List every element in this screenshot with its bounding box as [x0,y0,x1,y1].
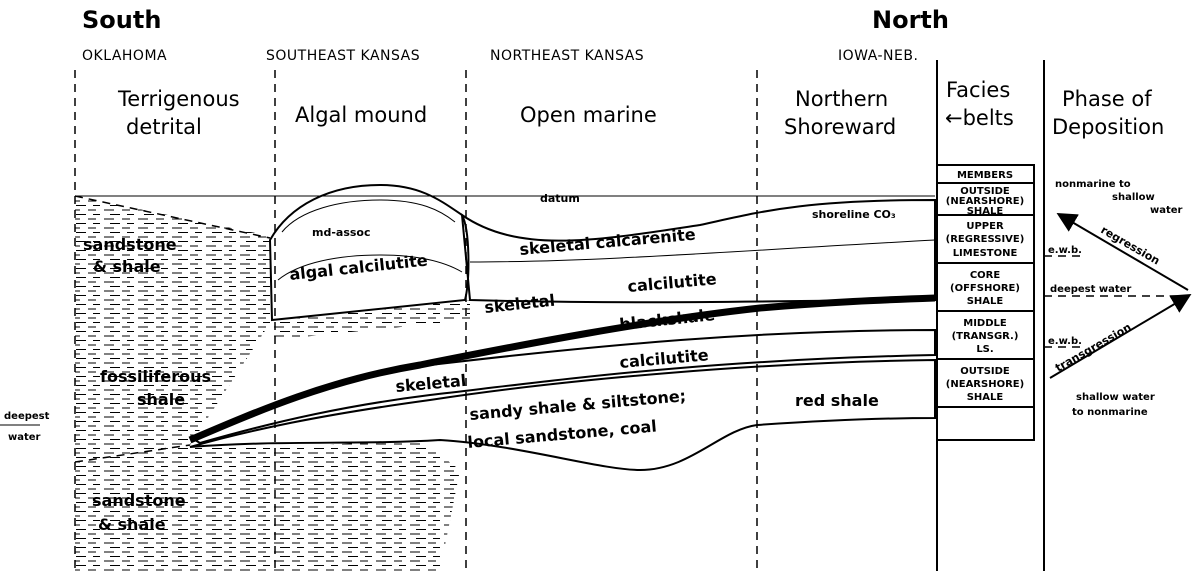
label-shale-2: & shale [98,515,166,534]
facies-belt-column [937,60,1044,571]
phase-nonmarine-3: water [1150,205,1183,216]
member-middle-2: (TRANSGR.) [952,331,1019,342]
phase-ewb-1: e.w.b. [1048,245,1082,256]
phase-shallow-1: shallow water [1076,392,1155,403]
belt-northern-1: Northern [795,87,888,111]
phase-shallow-2: to nonmarine [1072,407,1148,418]
belt-phase-2: Deposition [1052,115,1164,139]
label-shale-1: & shale [93,257,161,276]
phase-nonmarine-2: shallow [1112,192,1155,203]
label-calcilutite: calcilutite [627,269,718,296]
member-outside-b-1: OUTSIDE [960,366,1010,377]
belt-northern-2: Shoreward [784,115,896,139]
algal-mound [270,185,468,320]
belt-terrigenous-1: Terrigenous [117,87,240,111]
label-deepest: deepest [4,411,50,422]
member-list: MEMBERS OUTSIDE (NEARSHORE) SHALE UPPER … [946,170,1025,403]
heading-south: South [82,6,161,34]
member-core-1: CORE [970,270,1001,281]
member-header: MEMBERS [957,170,1013,181]
member-outside-b-2: (NEARSHORE) [946,379,1024,390]
region-ne-kansas: NORTHEAST KANSAS [490,48,644,64]
member-core-3: SHALE [967,296,1004,307]
phase-nonmarine-1: nonmarine to [1055,179,1131,190]
member-outside-3: SHALE [967,206,1004,217]
phase-deepest-water: deepest water [1050,284,1131,295]
label-red-shale: red shale [795,391,879,410]
region-se-kansas: SOUTHEAST KANSAS [266,48,420,64]
shale-lens [272,300,470,340]
heading-north: North [872,6,949,34]
label-skeletal-calcarenite: skeletal calcarenite [519,225,697,259]
label-water: water [8,432,41,443]
belt-algal: Algal mound [295,103,427,127]
member-middle-1: MIDDLE [963,318,1007,329]
member-upper-3: LIMESTONE [953,248,1018,259]
region-iowa-neb: IOWA-NEB. [838,48,918,64]
label-sandy-2: local sandstone, coal [467,417,658,452]
belt-facies-2: ←belts [945,106,1014,130]
belt-terrigenous-2: detrital [126,115,202,139]
member-upper-2: (REGRESSIVE) [946,234,1025,245]
region-oklahoma: OKLAHOMA [82,48,167,64]
phase-regression: regression [1099,223,1163,267]
member-middle-3: LS. [976,344,993,355]
label-sandstone-1: sandstone [83,235,177,254]
belt-facies-1: Facies [946,78,1010,102]
phase-ewb-2: e.w.b. [1048,336,1082,347]
label-fossiliferous: fossiliferous [100,367,211,386]
label-fossil-shale: shale [137,390,185,409]
member-upper-1: UPPER [966,221,1004,232]
label-sandstone-2: sandstone [92,491,186,510]
label-shoreline: shoreline CO₃ [812,208,896,221]
label-calcilutite-2: calcilutite [619,345,710,372]
label-skeletal: skeletal [483,291,555,317]
belt-open-marine: Open marine [520,103,657,127]
belt-phase-1: Phase of [1062,87,1152,111]
member-core-2: (OFFSHORE) [950,283,1020,294]
label-datum: datum [540,192,580,205]
label-blackshale: blackshale [618,305,716,334]
label-md-assoc: md-assoc [312,226,371,239]
member-outside-b-3: SHALE [967,392,1004,403]
